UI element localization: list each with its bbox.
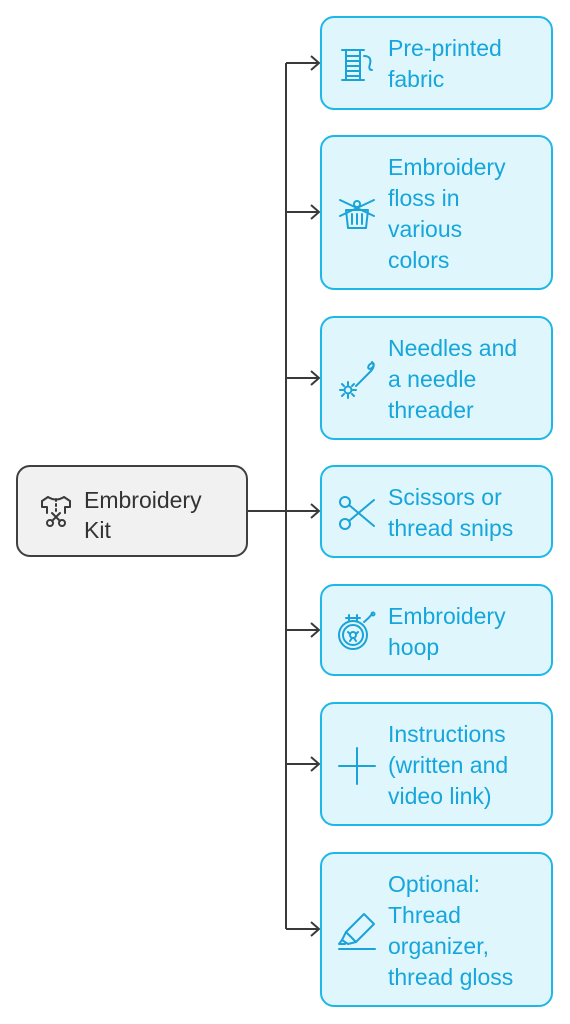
item-label-5: Embroidery hoop [388, 603, 506, 660]
plus-icon [338, 747, 376, 785]
root-node-label: Embroidery Kit [84, 487, 202, 543]
root-node-embroidery-kit: Embroidery Kit [16, 465, 248, 557]
connector-branch-5 [286, 622, 321, 638]
connector-branch-3 [286, 370, 321, 386]
highlighter-icon [338, 913, 376, 950]
thread-spool-icon [341, 49, 373, 81]
scissors-icon [339, 496, 375, 530]
item-label-4: Scissors or thread snips [388, 484, 514, 541]
connector-branch-6 [286, 756, 321, 772]
embroidery-hoop-icon [338, 611, 376, 650]
connector-trunk [248, 63, 287, 929]
connector-branch-4 [286, 503, 321, 519]
connector-branch-2 [286, 204, 321, 220]
connector-branch-1 [286, 55, 321, 71]
item-node-embroidery-floss: Embroidery floss in various colors [320, 135, 553, 290]
item-label-7: Optional: Thread organizer, thread gloss [388, 871, 514, 990]
item-node-needles: Needles and a needle threader [320, 316, 553, 440]
item-label-1: Pre-printed fabric [388, 35, 502, 92]
item-node-pre-printed-fabric: Pre-printed fabric [320, 16, 553, 110]
item-node-scissors: Scissors or thread snips [320, 465, 553, 558]
item-node-optional: Optional: Thread organizer, thread gloss [320, 852, 553, 1007]
shirt-scissors-icon [41, 496, 71, 527]
yarn-knitting-icon [339, 199, 375, 229]
item-node-instructions: Instructions (written and video link) [320, 702, 553, 826]
connector-branch-7 [286, 921, 321, 937]
needle-icon [339, 361, 375, 399]
item-node-hoop: Embroidery hoop [320, 584, 553, 676]
item-label-3: Needles and a needle threader [388, 335, 518, 423]
item-label-6: Instructions (written and video link) [388, 721, 509, 809]
item-label-2: Embroidery floss in various colors [388, 154, 506, 273]
